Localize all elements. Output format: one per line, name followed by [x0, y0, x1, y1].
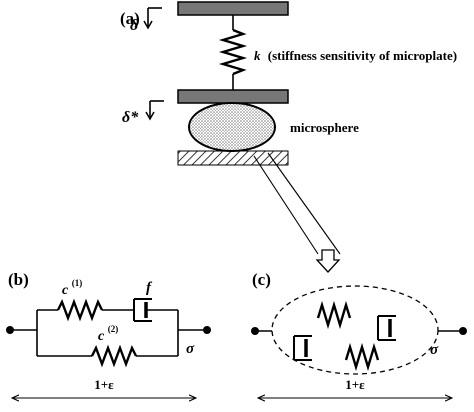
dashed-region — [271, 285, 439, 375]
c2-base: c — [98, 329, 105, 344]
panel-c-label: (c) — [252, 270, 271, 289]
k-symbol: k — [254, 48, 261, 63]
panel-b: (b) c (1) f c — [6, 270, 211, 398]
dashpot-element-2 — [377, 315, 396, 341]
panel-c: (c) σ 1+ε — [251, 270, 467, 398]
zoom-lines — [253, 152, 341, 255]
f-label: f — [146, 280, 153, 296]
middle-plate — [177, 89, 289, 104]
sigma-label-b: σ — [186, 341, 195, 357]
c2-label: c (2) — [98, 324, 118, 344]
spring-element-2 — [344, 342, 380, 372]
zoom-arrow — [315, 249, 341, 273]
microsphere-label: microsphere — [290, 120, 359, 135]
delta-arrow-top — [143, 7, 162, 30]
delta-label: δ — [130, 17, 138, 34]
dashpot-f — [133, 298, 178, 322]
delta-star-arrow — [145, 100, 164, 121]
spring-c2 — [37, 344, 178, 368]
panel-a-label: (a) — [120, 9, 140, 28]
k-label: k (stiffness sensitivity of microplate) — [254, 48, 457, 63]
microsphere — [188, 102, 276, 152]
sigma-label-c: σ — [430, 342, 439, 358]
k-description: (stiffness sensitivity of microplate) — [268, 48, 457, 63]
c1-label: c (1) — [62, 278, 82, 298]
delta-star-label: δ* — [122, 109, 139, 126]
dashpot-element-1 — [293, 335, 312, 361]
c1-base: c — [62, 283, 69, 298]
strain-label-b: 1+ε — [94, 377, 114, 392]
strain-label-c: 1+ε — [345, 377, 365, 392]
spring-element-1 — [316, 300, 352, 330]
c1-superscript: (1) — [72, 278, 83, 288]
substrate — [177, 150, 289, 166]
spring-c1 — [37, 298, 134, 322]
panel-b-label: (b) — [8, 270, 29, 289]
panel-a: (a) δ k (stiffness sensitivity of microp… — [120, 1, 457, 273]
spring-k — [218, 15, 248, 90]
c2-superscript: (2) — [108, 324, 119, 334]
top-plate — [177, 1, 289, 16]
